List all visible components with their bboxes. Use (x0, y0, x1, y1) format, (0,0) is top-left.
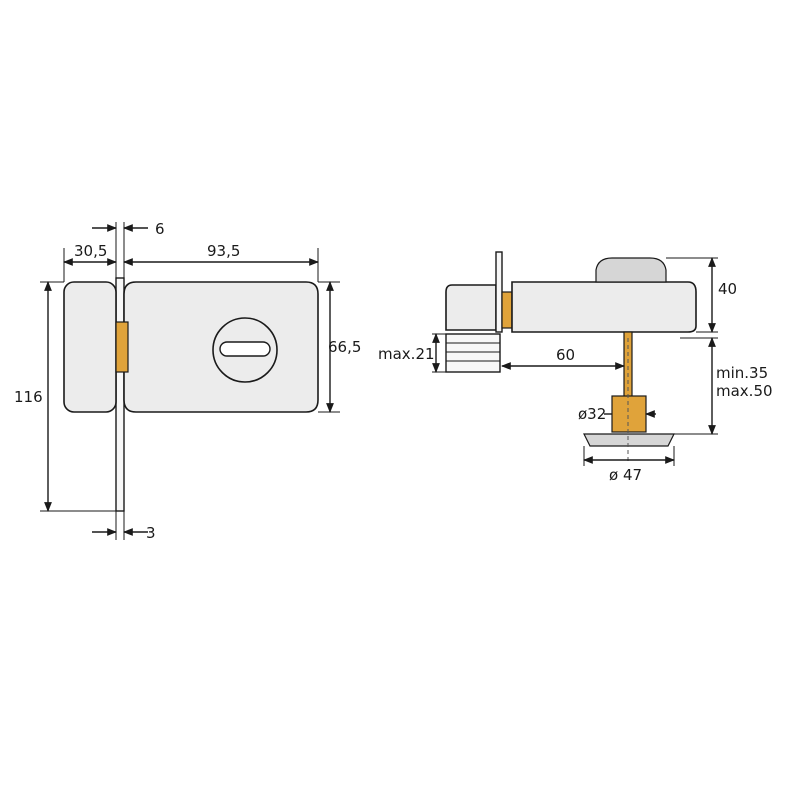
cylinder (611, 395, 647, 433)
side-bolt-brass (501, 291, 513, 329)
dim-left-width: 30,5 (74, 242, 107, 260)
strike-plate (115, 277, 125, 512)
dim-cylinder-dia: ø32 (578, 405, 606, 423)
bolt-brass (115, 321, 129, 373)
bolt-stack (445, 333, 501, 373)
side-knob (595, 257, 667, 283)
dim-height-total: 116 (14, 388, 43, 406)
dim-rosette-dia: ø 47 (609, 466, 642, 484)
dim-door-min: min.35 (716, 364, 768, 382)
dim-housing-height: 66,5 (328, 338, 361, 356)
dim-offset: 60 (556, 346, 575, 364)
side-housing (511, 281, 697, 333)
front-view: 6 30,5 93,5 116 66,5 3 (14, 220, 361, 542)
keeper-housing (63, 281, 117, 413)
side-view: 40 max.21 60 min.35 max.50 ø32 ø 47 (378, 251, 773, 484)
dim-plate-thickness: 3 (146, 524, 156, 542)
side-frame-plate (495, 251, 503, 333)
dim-bolt-max: max.21 (378, 345, 435, 363)
key-slot (219, 341, 271, 357)
dim-plate-gap: 6 (155, 220, 165, 238)
side-keeper (445, 284, 497, 331)
dim-side-height: 40 (718, 280, 737, 298)
dim-main-width: 93,5 (207, 242, 240, 260)
rosette (583, 433, 675, 447)
dim-door-max: max.50 (716, 382, 773, 400)
